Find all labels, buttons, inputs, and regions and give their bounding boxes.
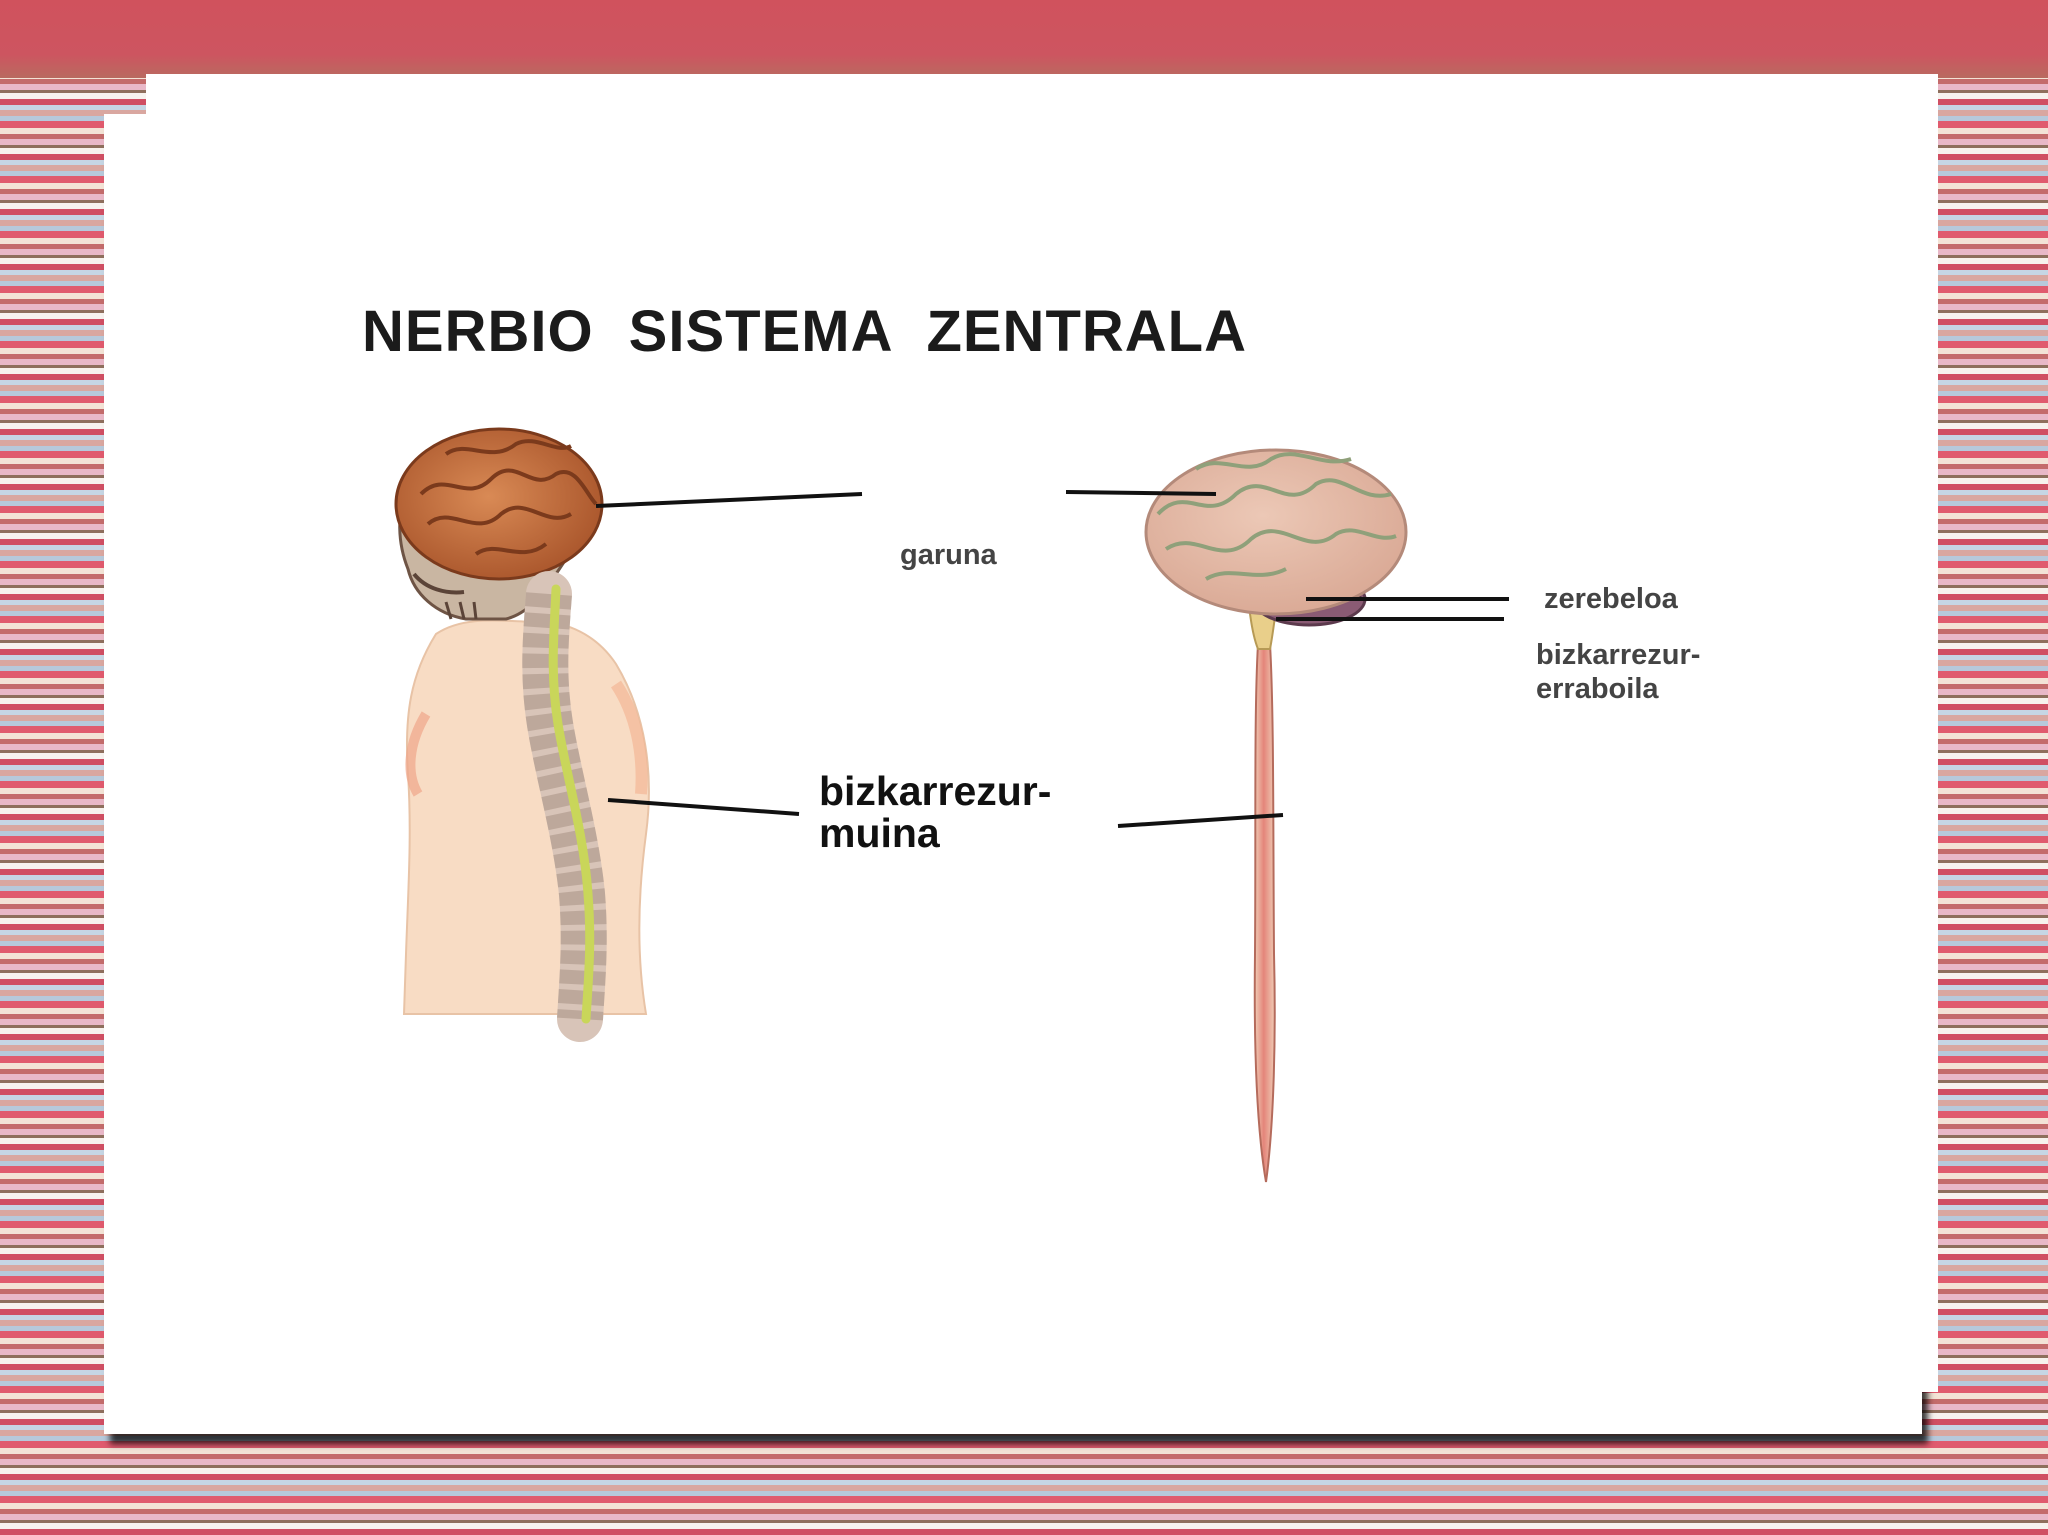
label-medulla-line2: erraboila <box>1536 673 1659 705</box>
label-spinal-line1: bizkarrezur- <box>819 768 1052 814</box>
slide-title: NERBIO SISTEMA ZENTRALA <box>362 299 1247 364</box>
leader-brain-left <box>595 492 863 508</box>
leader-spinal-right <box>1117 813 1284 828</box>
label-spinal-cord: bizkarrezur- muina <box>819 770 1051 854</box>
left-body-figure <box>394 427 650 1042</box>
leader-brain-right <box>1065 490 1217 496</box>
right-spinal-cord <box>1253 643 1276 1183</box>
label-brain: garuna <box>900 539 997 571</box>
slide: NERBIO SISTEMA ZENTRALA <box>146 74 1938 1392</box>
nervous-system-diagram <box>394 427 1509 1183</box>
top-decorative-band <box>0 0 2048 78</box>
label-cerebellum: zerebeloa <box>1544 583 1678 615</box>
leader-lines <box>595 490 1509 828</box>
label-medulla: bizkarrezur- erraboila <box>1536 638 1700 706</box>
label-spinal-line2: muina <box>819 810 940 856</box>
right-cns-figure <box>1144 448 1408 1183</box>
leader-spinal-left <box>607 798 800 816</box>
left-spinal-cord <box>548 584 595 1024</box>
label-medulla-line1: bizkarrezur- <box>1536 639 1701 671</box>
